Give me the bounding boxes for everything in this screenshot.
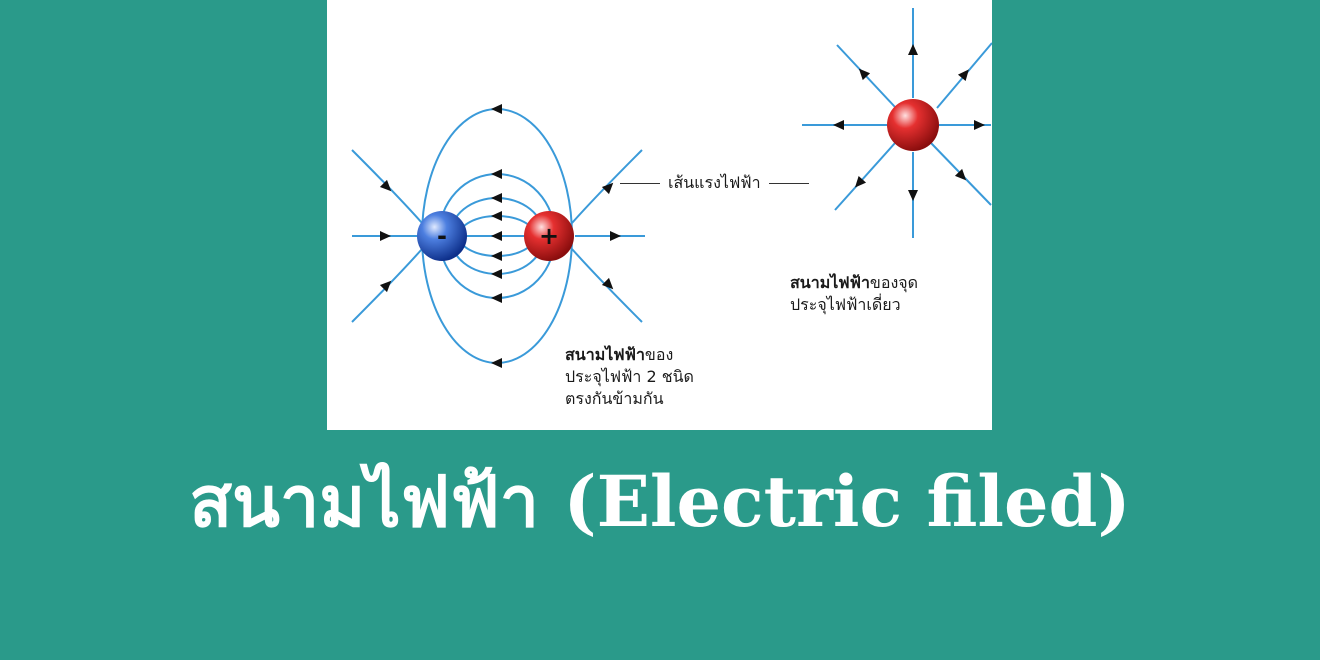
single-caption-line1: สนามไฟฟ้าของจุด [790, 272, 918, 294]
arrow-pos-upper [601, 182, 614, 195]
arrow-outer-top [491, 104, 502, 114]
arrow-center [491, 231, 502, 241]
dipole-line-neg-lower [351, 248, 423, 323]
page-title: สนามไฟฟ้า (Electric filed) [189, 460, 1131, 543]
dipole-caption-rest: ของ [644, 345, 674, 364]
arrow-n [908, 44, 918, 55]
dipole-line-pos-lower [571, 248, 643, 323]
positive-charge [524, 211, 574, 261]
dipole-caption-bold: สนามไฟฟ้า [565, 345, 645, 364]
arrow-loop2-bottom [491, 269, 502, 279]
arrow-pos-center [610, 231, 621, 241]
arrow-nw [858, 68, 871, 81]
arrow-w [833, 120, 844, 130]
dipole-caption: สนามไฟฟ้าของ ประจุไฟฟ้า 2 ชนิด ตรงกันข้า… [565, 344, 694, 410]
arrow-ne [957, 69, 969, 82]
field-lines-label: เส้นแรงไฟฟ้า [668, 172, 761, 192]
arrow-neg-upper [379, 179, 392, 192]
arrow-loop3-bottom [491, 293, 502, 303]
arrow-loop2-top [491, 193, 502, 203]
dipole-caption-line1: สนามไฟฟ้าของ [565, 344, 694, 366]
single-caption-line2: ประจุไฟฟ้าเดี่ยว [790, 295, 901, 314]
single-caption-bold: สนามไฟฟ้า [790, 273, 870, 292]
arrow-neg-center [380, 231, 391, 241]
dipole-arrows [379, 104, 621, 368]
arrow-e [974, 120, 985, 130]
single-positive-charge [887, 99, 939, 151]
single-caption-rest: ของจุด [869, 273, 919, 292]
arrow-sw [854, 175, 867, 188]
field-lines-label-group: เส้นแรงไฟฟ้า [620, 172, 809, 194]
dipole-caption-line3: ตรงกันข้ามกัน [565, 389, 664, 408]
radial-line-sw [834, 142, 896, 211]
dipole-line-pos-upper [571, 149, 643, 224]
arrow-loop1-top [491, 211, 502, 221]
arrow-s [908, 190, 918, 201]
arrow-pos-lower [601, 277, 614, 290]
arrow-loop3-top [491, 169, 502, 179]
electric-field-diagram: - + [351, 8, 992, 368]
single-charge-caption: สนามไฟฟ้าของจุด ประจุไฟฟ้าเดี่ยว [790, 272, 918, 316]
arrow-outer-bottom [491, 358, 502, 368]
negative-sign: - [437, 222, 447, 250]
arrow-neg-lower [379, 280, 392, 293]
positive-sign: + [539, 222, 559, 250]
negative-charge [417, 211, 467, 261]
diagram-panel: - + เส้นแรงไฟฟ้า [327, 0, 992, 430]
leader-line-left [620, 182, 660, 184]
arrow-se [954, 168, 967, 181]
dipole-caption-line2: ประจุไฟฟ้า 2 ชนิด [565, 367, 694, 386]
arrow-loop1-bottom [491, 251, 502, 261]
dipole-line-neg-upper [351, 149, 423, 224]
leader-line-right [768, 182, 809, 184]
single-charge-arrows [833, 44, 985, 201]
